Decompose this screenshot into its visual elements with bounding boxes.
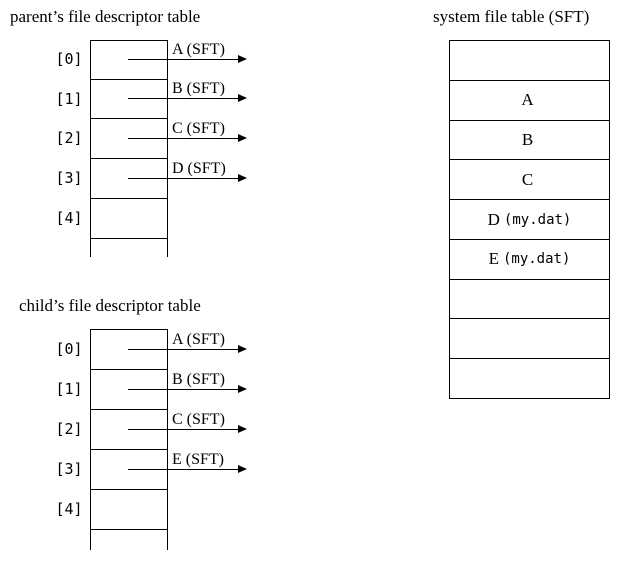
sft-row-3: C <box>450 159 609 199</box>
child-arrow-label-2: C (SFT) <box>172 411 225 428</box>
arrow-line <box>128 138 238 139</box>
table-line <box>91 449 167 450</box>
child-arrow-label-3: E (SFT) <box>172 451 224 468</box>
parent-fd-index-4: [4] <box>55 209 83 227</box>
child-table-title: child’s file descriptor table <box>19 296 201 315</box>
parent-arrow-label-0: A (SFT) <box>172 41 225 58</box>
arrow-head-icon <box>238 94 247 102</box>
table-line <box>91 409 167 410</box>
parent-fd-index-0: [0] <box>55 50 83 68</box>
sft-row-label: E <box>488 249 499 269</box>
arrow-head-icon <box>238 425 247 433</box>
sft-row-1: A <box>450 79 609 120</box>
child-arrow-label-1: B (SFT) <box>172 371 225 388</box>
arrow-line <box>128 389 238 390</box>
sft-row-2: B <box>450 119 609 160</box>
parent-fd-index-3: [3] <box>55 169 83 187</box>
table-line <box>91 369 167 370</box>
sft-row-4: D(my.dat) <box>450 199 609 239</box>
sft-row-7 <box>450 318 609 358</box>
sft-row-label: C <box>521 169 534 189</box>
arrow-head-icon <box>238 465 247 473</box>
sft-row-label: D <box>487 209 500 229</box>
child-fd-index-3: [3] <box>55 460 83 478</box>
sft-row-0 <box>450 41 609 80</box>
parent-fd-index-1: [1] <box>55 90 83 108</box>
parent-arrow-label-2: C (SFT) <box>172 120 225 137</box>
arrow-head-icon <box>238 345 247 353</box>
parent-fd-index-2: [2] <box>55 129 83 147</box>
arrow-head-icon <box>238 385 247 393</box>
sft-table: A B C D(my.dat) E(my.dat) <box>449 40 610 399</box>
parent-arrow-label-3: D (SFT) <box>172 160 226 177</box>
sft-row-file: (my.dat) <box>502 251 571 268</box>
arrow-head-icon <box>238 134 247 142</box>
parent-arrow-label-1: B (SFT) <box>172 80 225 97</box>
arrow-line <box>128 429 238 430</box>
child-fd-index-1: [1] <box>55 380 83 398</box>
table-line <box>91 238 167 239</box>
child-fd-table <box>90 329 168 550</box>
sft-row-8 <box>450 358 609 398</box>
table-line <box>91 329 167 330</box>
sft-row-file: (my.dat) <box>503 211 572 228</box>
sft-row-6 <box>450 278 609 319</box>
child-fd-index-2: [2] <box>55 420 83 438</box>
table-line <box>91 198 167 199</box>
sft-row-label: A <box>521 90 534 110</box>
arrow-line <box>128 349 238 350</box>
table-line <box>91 118 167 119</box>
child-arrow-label-0: A (SFT) <box>172 331 225 348</box>
arrow-head-icon <box>238 55 247 63</box>
arrow-line <box>128 98 238 99</box>
table-line <box>91 79 167 80</box>
table-line <box>91 158 167 159</box>
table-line <box>91 489 167 490</box>
arrow-line <box>128 59 238 60</box>
child-fd-index-0: [0] <box>55 340 83 358</box>
child-fd-index-4: [4] <box>55 500 83 518</box>
arrow-line <box>128 469 238 470</box>
arrow-line <box>128 178 238 179</box>
table-line <box>91 529 167 530</box>
sft-row-label: B <box>521 129 534 149</box>
arrow-head-icon <box>238 174 247 182</box>
parent-table-title: parent’s file descriptor table <box>10 7 201 26</box>
parent-fd-table <box>90 40 168 257</box>
sft-title: system file table (SFT) <box>433 7 590 26</box>
table-line <box>91 40 167 41</box>
sft-row-5: E(my.dat) <box>450 238 609 279</box>
